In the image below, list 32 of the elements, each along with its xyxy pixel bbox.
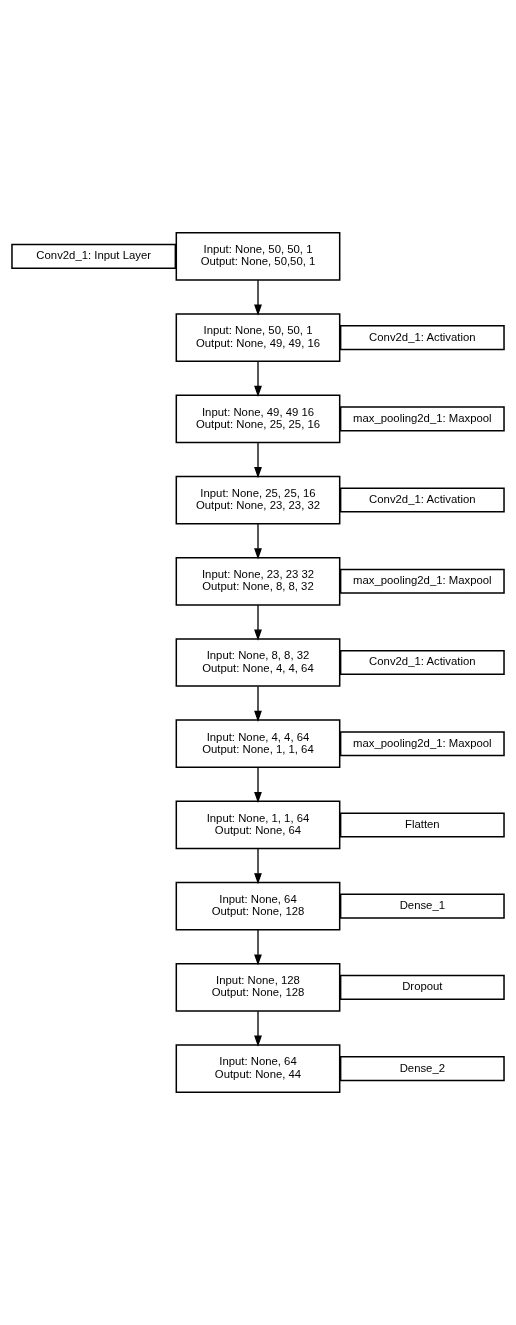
node-box: Input: None, 64 Output: None, 44 <box>175 1044 341 1093</box>
arrow <box>254 848 262 885</box>
node-box: Dense_1 <box>339 893 505 919</box>
arrow <box>254 1010 262 1047</box>
arrow <box>254 360 262 397</box>
arrow <box>254 604 262 641</box>
arrow <box>254 685 262 722</box>
node-box: Input: None, 23, 23 32 Output: None, 8, 8, 32 <box>175 556 341 606</box>
node-box: Dropout <box>339 974 505 1000</box>
node-box: Conv2d_1: Activation <box>339 487 505 513</box>
node-box: Conv2d_1: Input Layer <box>11 243 177 269</box>
node-box: Input: None, 1, 1, 64 Output: None, 64 <box>175 800 341 850</box>
node-box: Conv2d_1: Activation <box>339 649 505 676</box>
node-box: Dense_2 <box>339 1056 505 1082</box>
node-box: max_pooling2d_1: Maxpool <box>339 406 505 432</box>
node-box: max_pooling2d_1: Maxpool <box>339 568 505 594</box>
node-box: max_pooling2d_1: Maxpool <box>339 731 505 757</box>
node-box: Input: None, 64 Output: None, 128 <box>175 881 341 931</box>
node-box: Input: None, 50, 50, 1 Output: None, 49, 49, 16 <box>175 313 341 362</box>
arrow <box>254 523 262 560</box>
arrow <box>254 766 262 804</box>
node-box: Conv2d_1: Activation <box>339 325 505 351</box>
node-box: Input: None, 8, 8, 32 Output: None, 4, 4, 64 <box>175 638 341 687</box>
arrow <box>254 279 262 316</box>
node-box: Input: None, 4, 4, 64 Output: None, 1, 1, 64 <box>175 719 341 769</box>
node-box: Flatten <box>339 812 505 838</box>
node-box: Input: None, 25, 25, 16 Output: None, 23, 23, 32 <box>175 475 341 525</box>
arrow <box>254 442 262 479</box>
arrow <box>254 929 262 966</box>
node-box: Input: None, 50, 50, 1 Output: None, 50,50, 1 <box>175 232 341 281</box>
node-box: Input: None, 128 Output: None, 128 <box>175 963 341 1012</box>
node-box: Input: None, 49, 49 16 Output: None, 25, 25, 16 <box>175 394 341 444</box>
